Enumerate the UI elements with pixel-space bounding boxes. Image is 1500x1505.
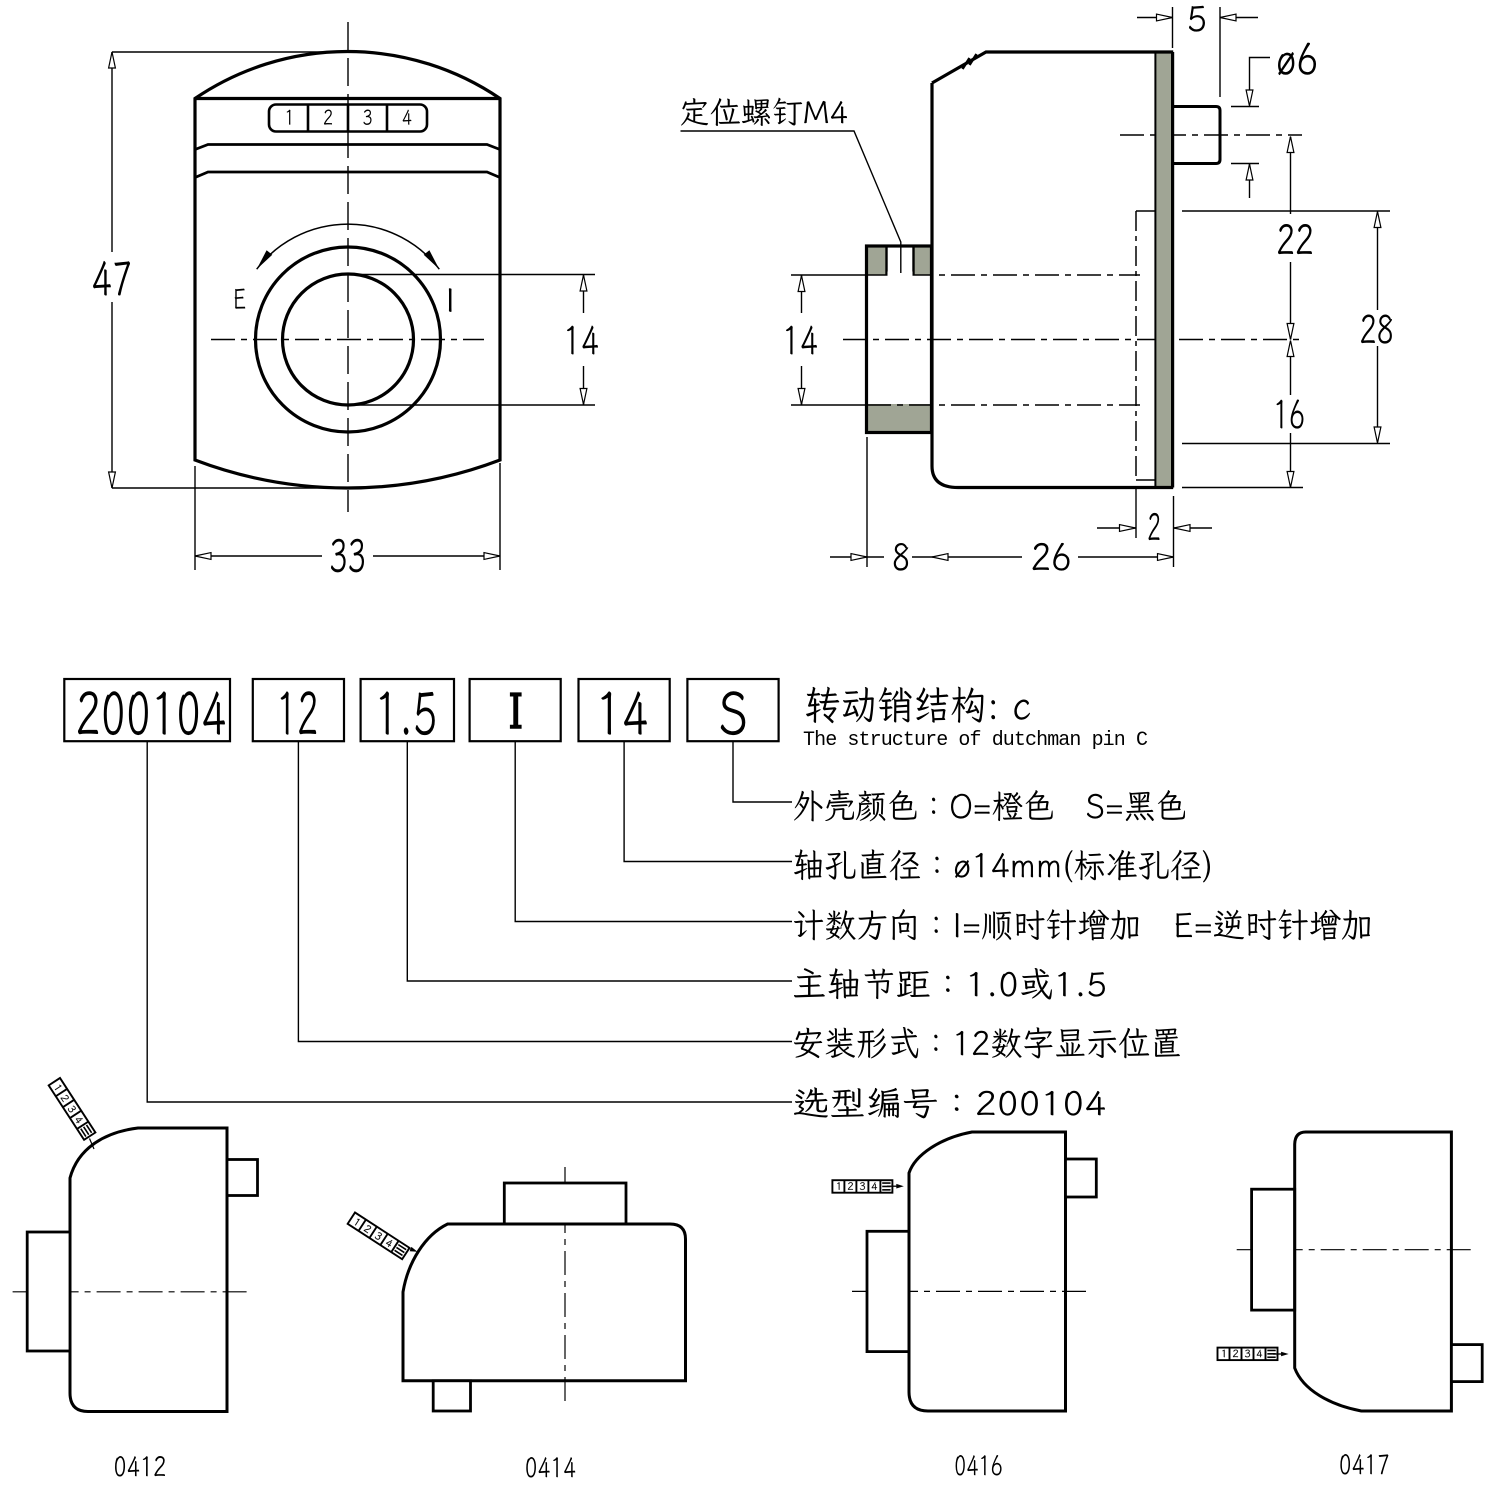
svg-text:The structure of dutchman pin: The structure of dutchman pin C <box>803 729 1148 752</box>
